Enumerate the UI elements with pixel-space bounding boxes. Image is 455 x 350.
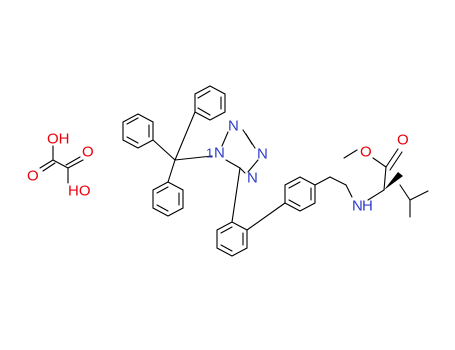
bond (220, 244, 233, 252)
bond (221, 131, 229, 147)
ester-methoxy-o: O (360, 144, 372, 161)
valine-methyl-ester: O O N H (329, 132, 429, 218)
tetrazole-n3: N (257, 146, 268, 163)
bond (167, 159, 176, 183)
bond (409, 190, 429, 201)
bond (245, 133, 253, 145)
oxalic-acid: OH O O HO (27, 131, 94, 200)
amine-n: N (352, 198, 363, 215)
bond (126, 136, 139, 144)
bond (197, 107, 211, 116)
bond (67, 159, 84, 169)
oxalic-ho-bottom: HO (68, 183, 91, 200)
bond (372, 157, 387, 168)
oxalic-oh-top: OH (47, 131, 70, 148)
bond (174, 155, 213, 161)
amine-h: H (362, 198, 373, 215)
bond (329, 176, 347, 186)
bond (126, 117, 139, 125)
bond (247, 159, 259, 173)
bond (42, 162, 56, 172)
bond (343, 149, 358, 159)
bond (156, 186, 169, 194)
oxalic-o-right: O (82, 144, 94, 161)
tetrazole-n1: N (214, 145, 225, 162)
bond (246, 202, 286, 231)
bond (39, 159, 54, 169)
bond (399, 184, 411, 201)
tetrazole-locant: 1 (206, 146, 213, 161)
bond (383, 166, 387, 191)
stereo-wedge (384, 172, 403, 190)
tetrazole-n4: N (247, 170, 258, 187)
trityl-group (122, 85, 226, 217)
bond (52, 159, 69, 169)
bond (239, 167, 246, 174)
bond (156, 204, 169, 212)
bond (288, 181, 301, 189)
bond (389, 151, 403, 171)
bond (220, 226, 233, 234)
bond (65, 156, 81, 166)
tetrazole-n2: N (228, 118, 239, 135)
bond (197, 90, 211, 99)
bond (152, 139, 176, 161)
bond (174, 111, 196, 161)
bond (314, 176, 331, 186)
bond (367, 189, 385, 201)
biphenyl (216, 167, 331, 257)
bond (385, 148, 399, 168)
ester-carbonyl-o: O (397, 132, 409, 149)
bond (231, 167, 241, 223)
bond (225, 159, 241, 169)
bond (345, 184, 353, 198)
bond (288, 199, 301, 207)
tetrazole-ring: 1 N N N N (206, 118, 268, 187)
oxalic-o-left: O (27, 168, 39, 185)
